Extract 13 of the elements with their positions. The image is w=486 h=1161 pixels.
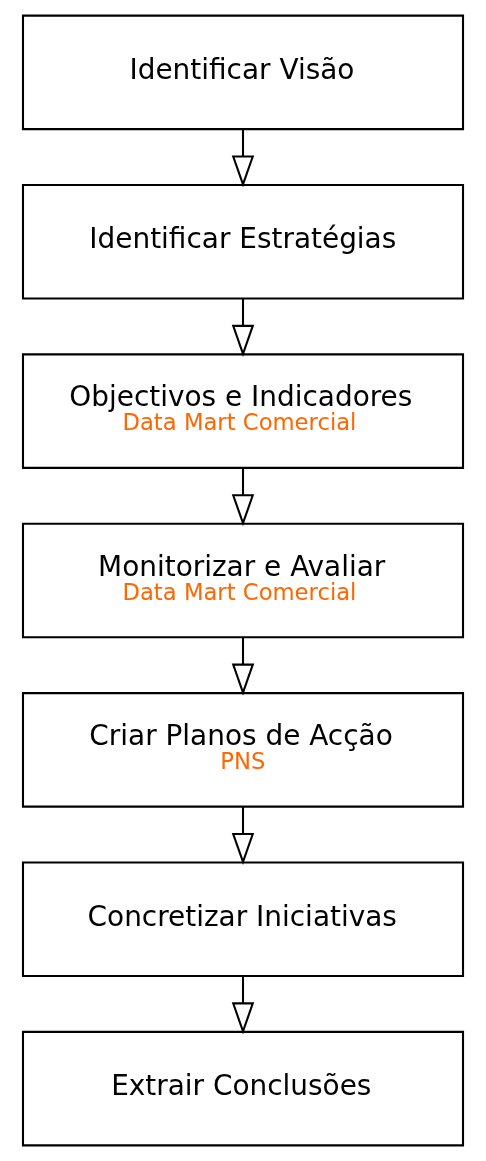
node-box: Identificar Visão (21, 14, 465, 131)
arrow (231, 976, 255, 1035)
arrow (231, 806, 255, 866)
node-box: Extrair Conclusões (21, 1030, 465, 1147)
arrow (231, 468, 255, 527)
node-box: Criar Planos de Acção PNS (21, 692, 465, 808)
node-box: Concretizar Iniciativas (21, 861, 465, 978)
arrow (231, 298, 255, 357)
node-box: Objectivos e Indicadores Data Mart Comercial (21, 353, 465, 469)
arrow (231, 637, 255, 696)
arrow (231, 129, 255, 188)
node-box: Monitorizar e Avaliar Data Mart Comercial (21, 522, 465, 639)
node-box: Identificar Estratégias (21, 183, 465, 300)
